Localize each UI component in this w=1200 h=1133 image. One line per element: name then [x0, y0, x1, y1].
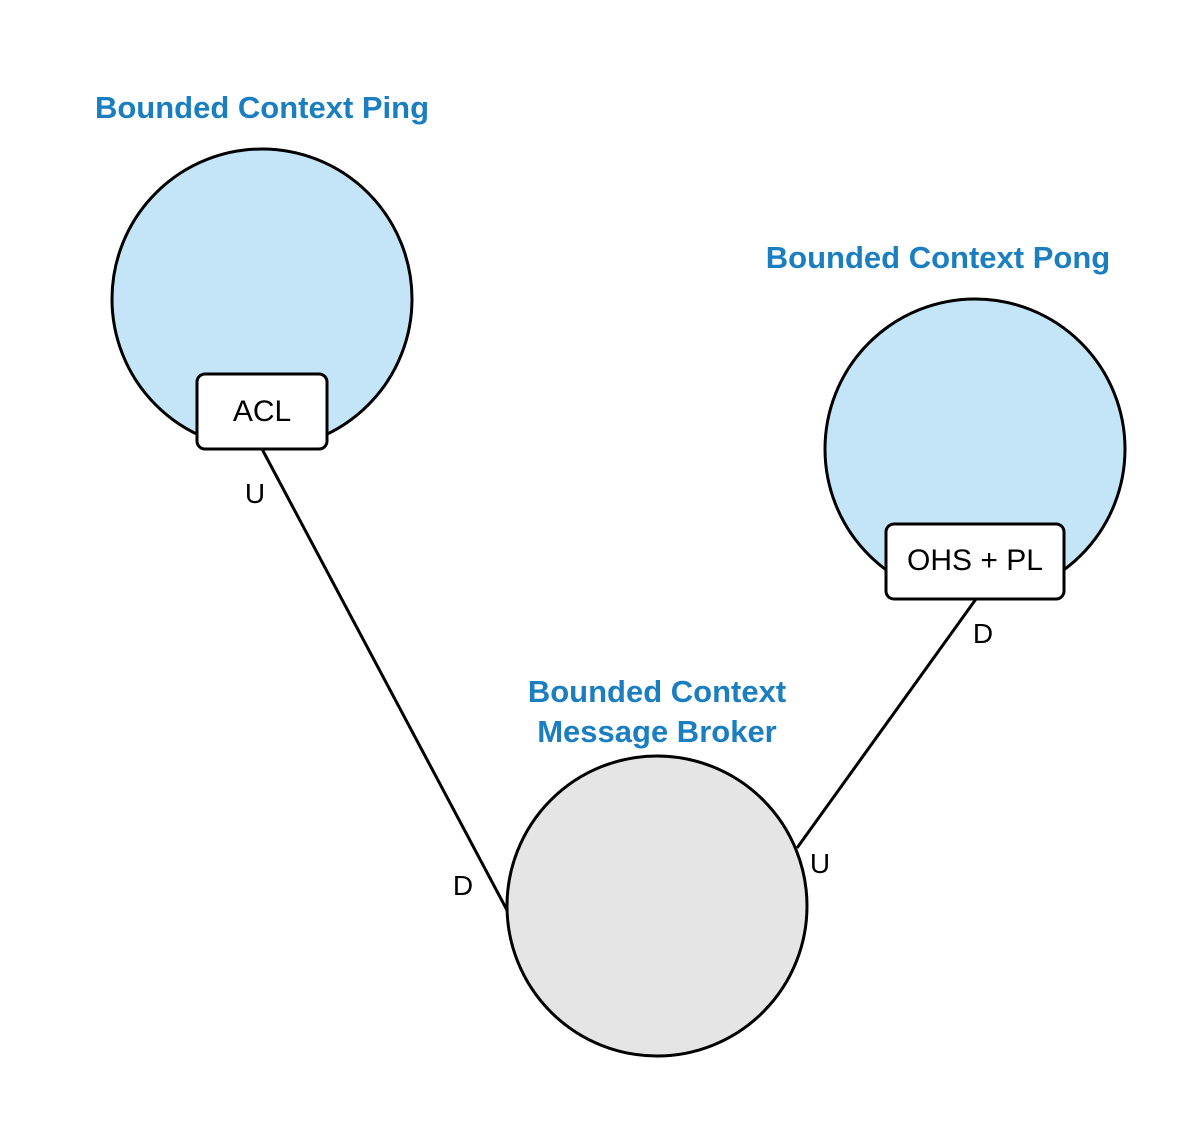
broker-downstream-label: D	[453, 870, 473, 901]
pong-downstream-label: D	[973, 618, 993, 649]
pong-ohs-pl-box[interactable]	[884, 522, 1066, 601]
broker-upstream-label: U	[810, 848, 830, 879]
pong-context-title: Bounded Context Pong	[766, 240, 1110, 275]
ping-acl-box[interactable]	[195, 372, 329, 451]
broker-context-circle[interactable]	[505, 754, 809, 1058]
pong-ohs-pl-label: OHS + PL	[907, 544, 1043, 577]
connector-ping-broker	[260, 448, 510, 913]
broker-context-title-line2: Message Broker	[537, 714, 777, 749]
ping-acl-label: ACL	[233, 395, 291, 428]
broker-context-title-line1: Bounded Context	[528, 674, 786, 709]
ping-context-title: Bounded Context Ping	[95, 90, 429, 125]
ping-upstream-label: U	[245, 478, 265, 509]
connector-pong-broker	[795, 598, 978, 849]
